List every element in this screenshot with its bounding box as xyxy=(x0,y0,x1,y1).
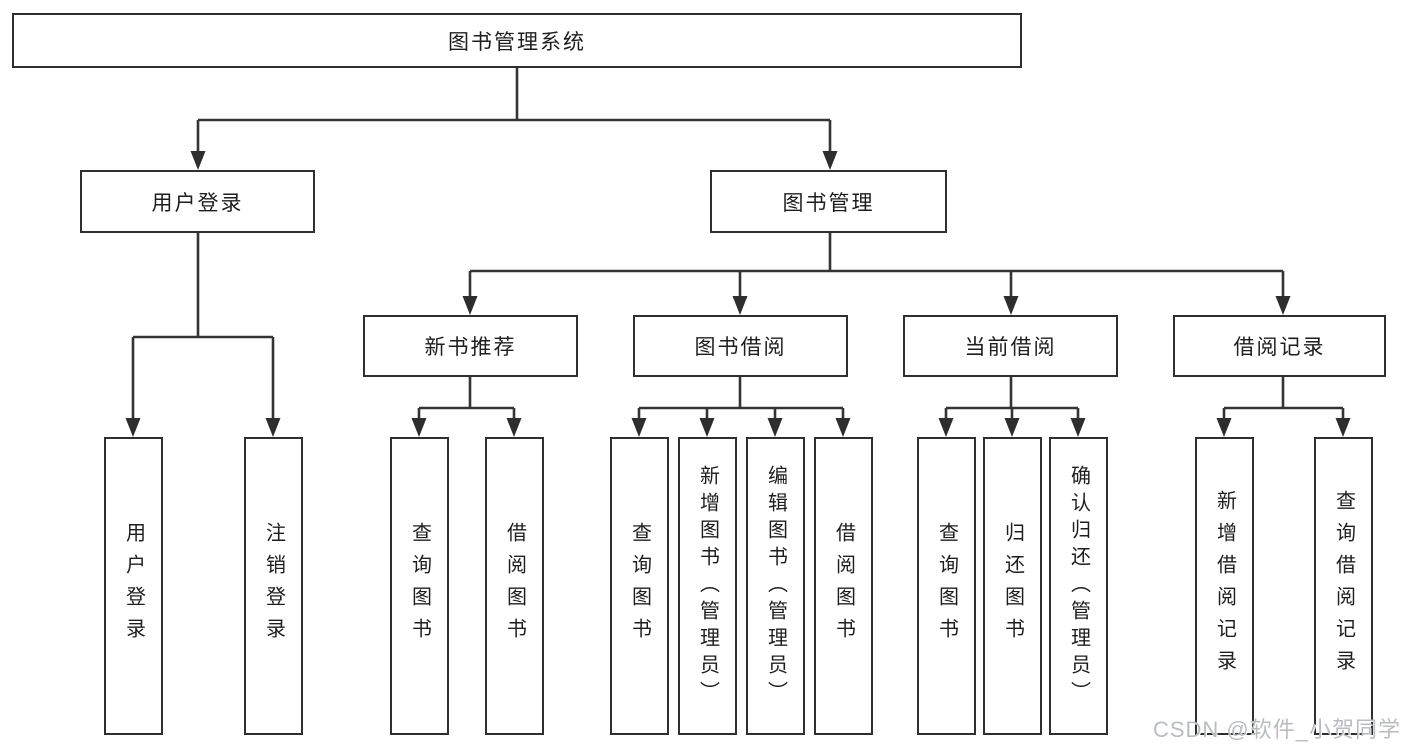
leaf-borrow-book-2-label: 借阅图书 xyxy=(832,522,855,650)
leaf-borrow-book-1-label: 借阅图书 xyxy=(503,522,526,650)
node-user-login: 用户登录 xyxy=(80,170,315,233)
node-book-borrow-label: 图书借阅 xyxy=(694,336,787,359)
leaf-edit-book-admin: 编辑图书（管理员） xyxy=(746,437,805,735)
leaf-borrow-book-2: 借阅图书 xyxy=(814,437,873,735)
leaf-query-book-2-label: 查询图书 xyxy=(628,522,651,650)
node-current-borrow-label: 当前借阅 xyxy=(964,336,1057,359)
leaf-query-book-1-label: 查询图书 xyxy=(408,522,431,650)
leaf-user-login: 用户登录 xyxy=(104,437,163,735)
node-new-book-recommend: 新书推荐 xyxy=(363,315,578,377)
node-user-login-label: 用户登录 xyxy=(151,191,244,215)
leaf-query-book-2: 查询图书 xyxy=(610,437,669,735)
leaf-confirm-return-admin-label: 确认归还（管理员） xyxy=(1067,464,1090,708)
leaf-logout: 注销登录 xyxy=(244,437,303,735)
node-book-borrow: 图书借阅 xyxy=(633,315,848,377)
leaf-add-book-admin-label: 新增图书（管理员） xyxy=(696,464,719,708)
leaf-query-book-3-label: 查询图书 xyxy=(935,522,958,650)
leaf-edit-book-admin-label: 编辑图书（管理员） xyxy=(764,464,787,708)
node-current-borrow: 当前借阅 xyxy=(903,315,1118,377)
leaf-query-borrow-record-label: 查询借阅记录 xyxy=(1332,490,1355,682)
leaf-user-login-label: 用户登录 xyxy=(122,522,145,650)
node-borrow-record: 借阅记录 xyxy=(1173,315,1386,377)
leaf-logout-label: 注销登录 xyxy=(262,522,285,650)
node-root-label: 图书管理系统 xyxy=(448,30,586,54)
leaf-add-borrow-record: 新增借阅记录 xyxy=(1195,437,1254,735)
node-book-management-label: 图书管理 xyxy=(782,191,875,215)
leaf-confirm-return-admin: 确认归还（管理员） xyxy=(1049,437,1108,735)
leaf-query-book-1: 查询图书 xyxy=(390,437,449,735)
leaf-query-book-3: 查询图书 xyxy=(917,437,976,735)
node-book-management: 图书管理 xyxy=(710,170,947,233)
leaf-borrow-book-1: 借阅图书 xyxy=(485,437,544,735)
csdn-watermark: CSDN @软件_小贺同学 xyxy=(1152,717,1401,742)
leaf-add-book-admin: 新增图书（管理员） xyxy=(678,437,737,735)
leaf-return-book: 归还图书 xyxy=(983,437,1042,735)
leaf-query-borrow-record: 查询借阅记录 xyxy=(1314,437,1373,735)
node-new-book-recommend-label: 新书推荐 xyxy=(424,336,517,359)
leaf-return-book-label: 归还图书 xyxy=(1001,522,1024,650)
node-borrow-record-label: 借阅记录 xyxy=(1233,336,1326,359)
leaf-add-borrow-record-label: 新增借阅记录 xyxy=(1213,490,1236,682)
node-root: 图书管理系统 xyxy=(12,13,1022,68)
